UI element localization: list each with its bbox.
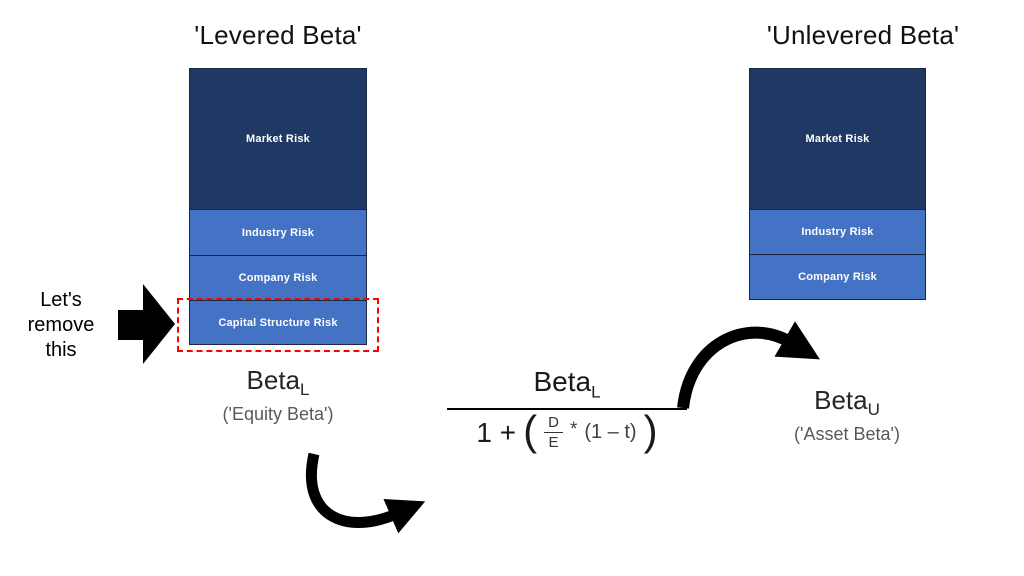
segment-market-risk: Market Risk (749, 68, 926, 210)
fraction-bar (447, 407, 687, 410)
formula-beta-subscript: L (591, 382, 601, 402)
curved-arrow-to-formula-icon (306, 452, 426, 534)
segment-industry-risk: Industry Risk (189, 209, 367, 256)
unlever-beta-formula: BetaL 1 + ( D E * (1 – t) ) (447, 366, 687, 454)
formula-denominator: 1 + ( D E * (1 – t) ) (447, 406, 687, 454)
equity-beta-alias: ('Equity Beta') (222, 404, 334, 424)
beta-subscript: L (300, 380, 310, 400)
equity-symbol: E (548, 434, 559, 452)
segment-capital-structure-risk: Capital Structure Risk (189, 300, 367, 345)
segment-company-risk: Company Risk (189, 255, 367, 301)
tax-term: (1 – t) (584, 421, 637, 444)
formula-beta-base: Beta (533, 366, 592, 397)
levered-beta-title: 'Levered Beta' (194, 20, 362, 50)
asset-beta-alias: ('Asset Beta') (794, 424, 900, 444)
debt-equity-fraction: D E (544, 414, 563, 452)
segment-industry-risk: Industry Risk (749, 209, 926, 255)
segment-company-risk: Company Risk (749, 254, 926, 300)
beta-levered-label: BetaL (189, 365, 367, 400)
multiply-operator: * (569, 418, 578, 440)
open-paren: ( (523, 406, 538, 454)
close-paren: ) (643, 406, 658, 454)
formula-numerator: BetaL (447, 366, 687, 403)
unlevered-beta-title: 'Unlevered Beta' (766, 20, 960, 50)
remove-annotation: Let's remove this (27, 289, 95, 361)
beta-unlevered-label: BetaU (757, 385, 937, 420)
debt-symbol: D (544, 414, 563, 434)
levered-beta-bar: Market Risk Industry Risk Company Risk C… (189, 68, 367, 347)
beta-base: Beta (246, 365, 301, 395)
beta-subscript: U (867, 400, 880, 420)
segment-market-risk: Market Risk (189, 68, 367, 210)
beta-base: Beta (814, 385, 868, 415)
unlevered-beta-bar: Market Risk Industry Risk Company Risk (749, 68, 926, 302)
denom-prefix: 1 + (476, 416, 517, 448)
remove-this-arrow-icon (118, 284, 175, 364)
